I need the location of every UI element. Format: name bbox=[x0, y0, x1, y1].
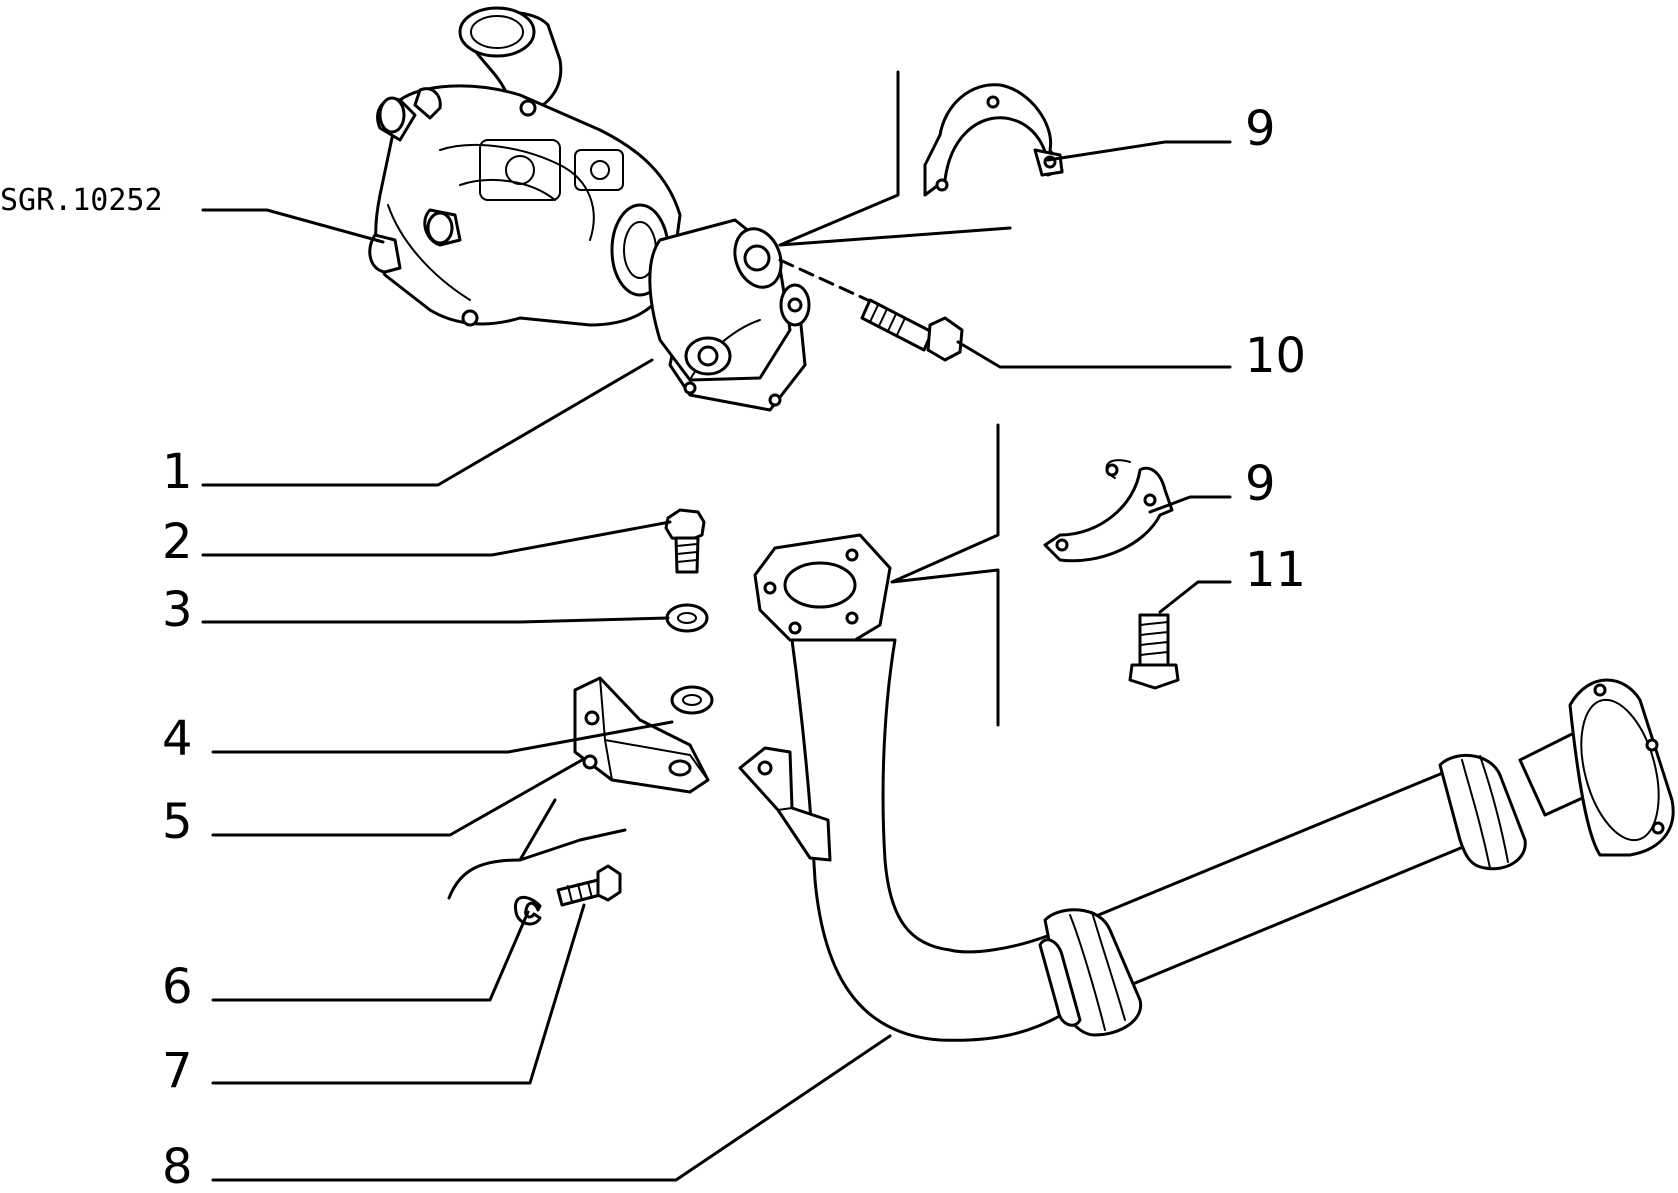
callout-6: 6 bbox=[162, 959, 193, 1015]
bracket-washer bbox=[670, 685, 714, 715]
assembly-guide-lines bbox=[447, 70, 1012, 900]
callout-11: 11 bbox=[1245, 542, 1306, 598]
callout-2: 2 bbox=[162, 514, 193, 570]
part-10-bolt bbox=[778, 258, 964, 362]
callout-7: 7 bbox=[162, 1043, 193, 1099]
callout-1: 1 bbox=[162, 444, 193, 500]
callout-3: 3 bbox=[162, 582, 193, 638]
engine-housing-drawing bbox=[368, 6, 682, 327]
part-8-exhaust-pipe bbox=[738, 533, 1675, 1042]
part-4-5-bracket bbox=[573, 676, 710, 794]
callout-5: 5 bbox=[162, 794, 193, 850]
callout-labels: SGR.10252 1 2 3 4 5 6 7 8 9 9 10 11 bbox=[0, 101, 1306, 1193]
part-9-half-clamp-upper bbox=[923, 83, 1064, 197]
part-2-bolt bbox=[664, 508, 706, 574]
reference-code-label: SGR.10252 bbox=[0, 183, 163, 218]
callout-9-lower: 9 bbox=[1245, 456, 1276, 512]
part-11-bolt bbox=[1128, 613, 1180, 690]
callout-4: 4 bbox=[162, 711, 193, 767]
callout-10: 10 bbox=[1245, 328, 1306, 384]
callout-9-upper: 9 bbox=[1245, 101, 1276, 157]
part-9-half-clamp-lower bbox=[1043, 459, 1174, 563]
part-3-washer bbox=[665, 603, 709, 633]
callout-8: 8 bbox=[162, 1139, 193, 1193]
part-7-bolt bbox=[556, 864, 622, 907]
leader-lines bbox=[201, 140, 1232, 1182]
part-1-elbow-pipe bbox=[648, 218, 811, 412]
part-6-spring-washer bbox=[513, 895, 542, 926]
